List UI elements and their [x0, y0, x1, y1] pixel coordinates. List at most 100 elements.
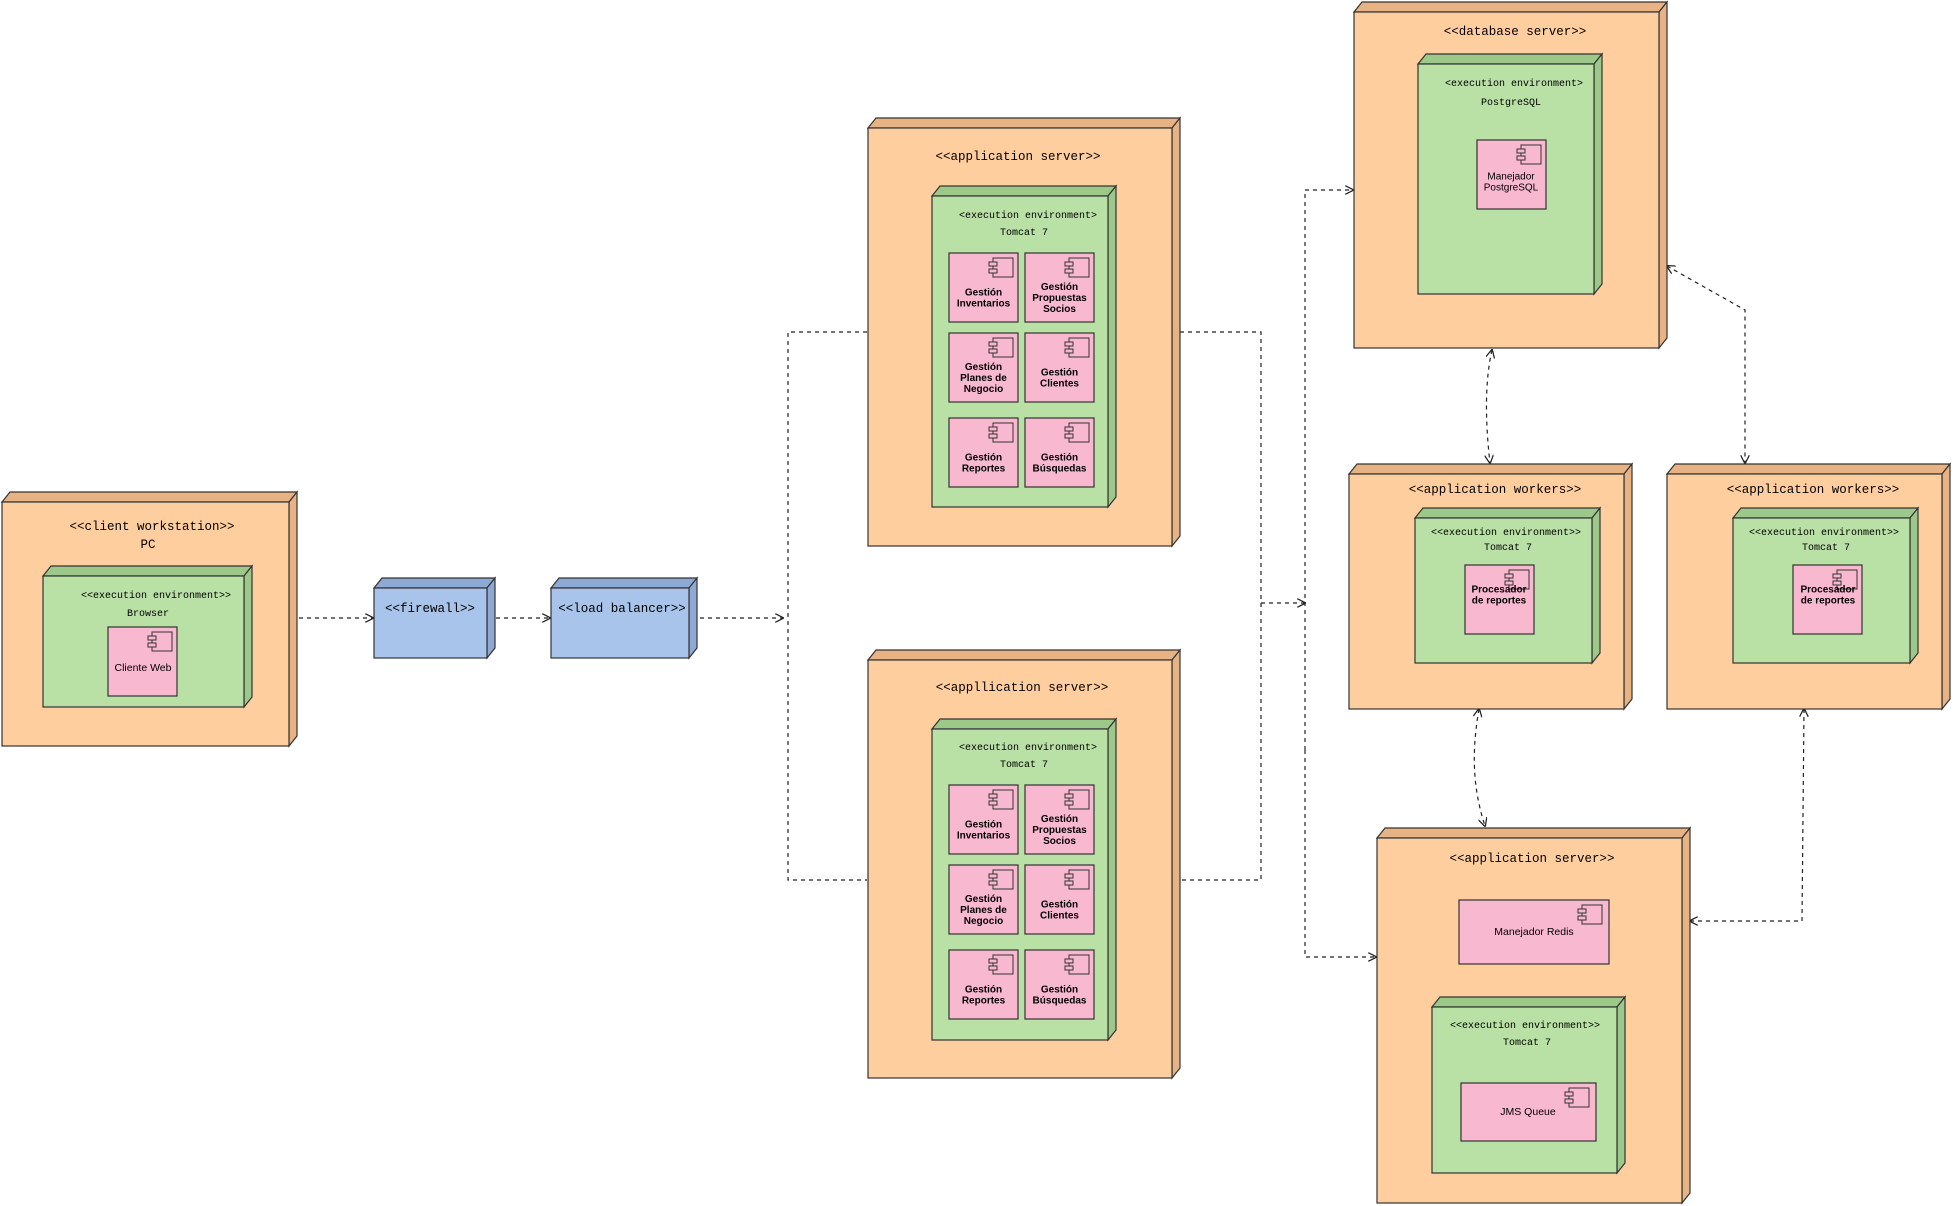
firewall-face	[373, 587, 488, 659]
component-manejador-redis[interactable]: Manejador Redis	[1458, 899, 1610, 965]
component-box	[1464, 564, 1535, 635]
component-box	[107, 626, 178, 697]
component-icon	[1064, 422, 1090, 443]
component-icon	[1064, 789, 1090, 810]
client-node-top	[0, 491, 299, 503]
component-box	[948, 949, 1019, 1020]
component-box	[948, 784, 1019, 855]
worker-2-env-side	[1909, 506, 1919, 665]
load-balancer-top	[549, 577, 699, 589]
db-server-title: <<database server>>	[1444, 25, 1587, 39]
firewall-side	[486, 576, 496, 660]
worker-1-side	[1623, 462, 1633, 711]
app-server-1-env-side	[1107, 184, 1117, 509]
component-icon	[1504, 569, 1530, 590]
app-server-2-env-subtitle: Tomcat 7	[1000, 760, 1048, 771]
component-jms-queue[interactable]: JMS Queue	[1460, 1082, 1597, 1142]
client-env-subtitle: Browser	[127, 609, 169, 620]
component-icon	[988, 337, 1014, 358]
connectors	[299, 190, 1804, 957]
firewall-node[interactable]: <<firewall>>	[372, 576, 497, 660]
db-server-top	[1352, 1, 1669, 13]
load-balancer-node[interactable]: <<load balancer>>	[549, 576, 699, 660]
component-box	[1476, 139, 1547, 210]
application-server-3-node[interactable]: <<application server>> Manejador Redis <…	[1375, 826, 1692, 1205]
component-box	[1024, 332, 1095, 403]
app-server-1-side	[1171, 116, 1181, 548]
app-server-3-env-top	[1430, 996, 1627, 1008]
worker-1-env-title: <<execution environment>>	[1431, 527, 1581, 539]
component-icon	[1064, 337, 1090, 358]
app-server-3-env-title: <<execution environment>>	[1450, 1020, 1600, 1032]
client-env-title: <<execution environment>>	[81, 590, 231, 602]
app-server-2-env-side	[1107, 717, 1117, 1042]
app-server-2-title: <<appllication server>>	[936, 681, 1109, 695]
component-box	[948, 417, 1019, 488]
app-server-1-env-top	[930, 185, 1118, 197]
application-workers-1-node[interactable]: <<application workers>> <<execution envi…	[1347, 462, 1634, 711]
application-server-2-node[interactable]: <<appllication server>> <execution envir…	[866, 648, 1182, 1080]
application-workers-2-node[interactable]: <<application workers>> <<execution envi…	[1665, 462, 1952, 711]
load-balancer-side	[688, 576, 698, 660]
connector-db-to-worker-1	[1486, 350, 1492, 463]
app-server-2-top	[866, 649, 1182, 661]
firewall-top	[372, 577, 497, 589]
client-workstation-node[interactable]: <<client workstation>> PC <<execution en…	[0, 490, 299, 748]
application-server-1-node[interactable]: <<application server>> <execution enviro…	[866, 116, 1182, 548]
firewall-title: <<firewall>>	[385, 602, 475, 616]
database-server-node[interactable]: <<database server>> <execution environme…	[1352, 0, 1669, 350]
client-node-side	[288, 490, 298, 748]
app-server-3-face	[1376, 837, 1683, 1204]
load-balancer-title: <<load balancer>>	[558, 602, 686, 616]
connector-to-database-server	[1304, 190, 1353, 750]
component-box	[948, 252, 1019, 323]
worker-2-env-title: <<execution environment>>	[1749, 527, 1899, 539]
app-server-3-side	[1681, 826, 1691, 1205]
component-box	[1024, 252, 1095, 323]
client-env-top	[41, 565, 254, 577]
component-icon	[1064, 954, 1090, 975]
load-balancer-face	[550, 587, 690, 659]
client-node-title: <<client workstation>>	[69, 520, 234, 534]
db-server-side	[1658, 0, 1668, 350]
component-box	[948, 332, 1019, 403]
component-cliente-web[interactable]: Cliente Web	[107, 626, 178, 697]
component-box	[1024, 784, 1095, 855]
client-env-side	[243, 564, 253, 709]
app-server-3-top	[1375, 827, 1692, 839]
worker-1-title: <<application workers>>	[1409, 483, 1582, 497]
component-label: JMS Queue	[1500, 1106, 1556, 1118]
worker-2-env-top	[1731, 507, 1920, 519]
client-node-subtitle: PC	[140, 538, 155, 552]
component-icon	[1564, 1087, 1590, 1108]
connector-split-to-app-servers	[787, 331, 867, 881]
worker-1-env-side	[1591, 506, 1601, 665]
worker-2-title: <<application workers>>	[1727, 483, 1900, 497]
